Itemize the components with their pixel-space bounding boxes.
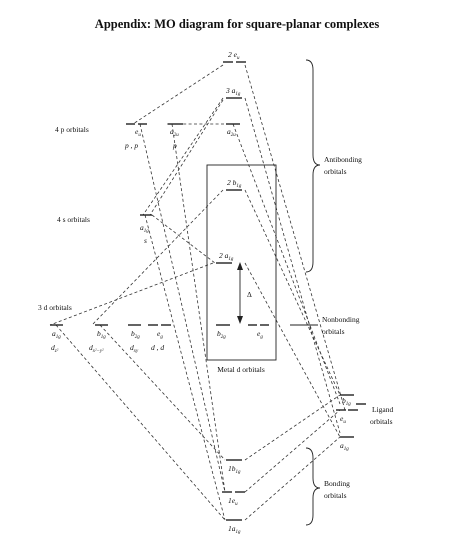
bonding-label-1: Bonding (324, 479, 350, 488)
metal-d-label: Metal d orbitals (217, 365, 265, 374)
label-s-sub: s (144, 236, 147, 245)
ligand-label-1: Ligand (372, 405, 393, 414)
label-1eu: 1eu (228, 496, 238, 507)
label-d-b1g-sub: dx²−y² (89, 343, 104, 354)
label-1a1g: 1a1g (228, 524, 241, 535)
antibonding-label-2: orbitals (324, 167, 347, 176)
label-d-eg-sub: d , d (151, 343, 164, 352)
metal-d-box (206, 164, 277, 361)
bonding-brace (305, 447, 321, 526)
label-p-a2u-sub: p (172, 141, 177, 150)
label-2a2u: a2u (227, 127, 236, 138)
nonbonding-label-1: Nonbonding (322, 315, 360, 324)
label-lig-eu: eu (340, 414, 346, 425)
label-p-eu: eu (135, 127, 141, 138)
label-d-b2g-sub: dxy (130, 343, 139, 354)
diagram-title: Appendix: MO diagram for square-planar c… (94, 17, 380, 31)
label-1b1g: 1b1g (228, 464, 241, 475)
label-4p-orbitals: 4 p orbitals (55, 125, 89, 134)
label-p-eu-sub: p , p (124, 141, 138, 150)
label-p-a2u: a2u (170, 127, 179, 138)
label-nb-eg: eg (257, 329, 263, 340)
ligand-label-2: orbitals (370, 417, 393, 426)
antibonding-brace (305, 59, 321, 273)
label-lig-b1g: b1g (342, 396, 351, 407)
antibonding-label-1: Antibonding (324, 155, 362, 164)
label-2a1g: 2 a1g (219, 251, 234, 262)
label-d-eg: eg (157, 329, 163, 340)
bonding-label-2: orbitals (324, 491, 347, 500)
delta-arrow-down (237, 316, 243, 324)
label-d-b2g: b2g (131, 329, 140, 340)
label-2eu: 2 eu (228, 50, 240, 61)
label-d-a1g: a1g (52, 329, 61, 340)
label-d-a1g-sub: dz² (51, 343, 59, 354)
label-3a1g: 3 a1g (225, 86, 241, 97)
label-nb-b2g: b2g (217, 329, 226, 340)
label-2b1g: 2 b1g (227, 178, 242, 189)
nonbonding-label-2: orbitals (322, 327, 345, 336)
energy-levels (50, 61, 366, 521)
delta-arrow-up (237, 262, 243, 270)
label-d-b1g: b1g (97, 329, 106, 340)
label-s-a1g: a1g (140, 223, 149, 234)
delta-symbol: Δ (247, 290, 252, 299)
label-4s-orbitals: 4 s orbitals (57, 215, 90, 224)
correlation-lines (49, 64, 346, 521)
label-lig-a1g: a1g (340, 441, 349, 452)
label-3d-orbitals: 3 d orbitals (38, 303, 72, 312)
